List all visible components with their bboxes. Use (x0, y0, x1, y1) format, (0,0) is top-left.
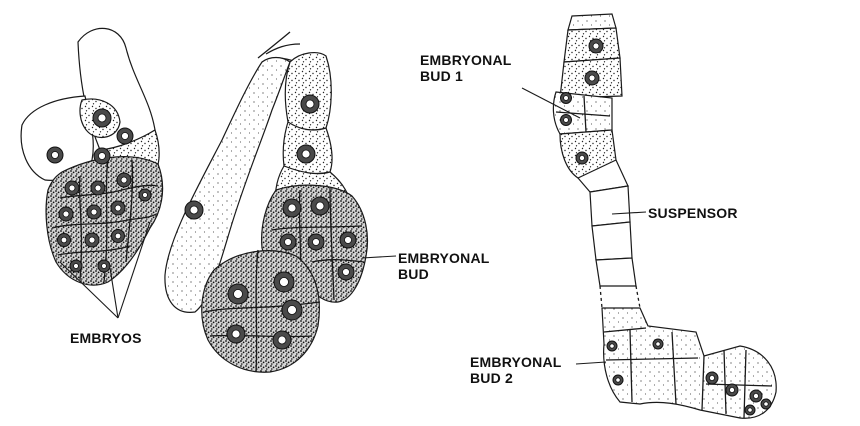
suspensor-cells (591, 221, 633, 261)
label-suspensor: SUSPENSOR (648, 205, 738, 221)
middle-lower-bud-walls (203, 249, 321, 373)
label-embryonal-bud: EMBRYONAL BUD (398, 250, 490, 282)
embryo-cell-walls (51, 159, 159, 283)
right-suspensor-figure (521, 13, 777, 419)
embryonal-bud-2-walls (603, 327, 773, 419)
label-embryos: EMBRYOS (70, 330, 142, 346)
label-embryonal-bud-line2: BUD (398, 266, 429, 282)
embryo-nuclei (46, 108, 152, 273)
embryonal-bud-2-leader (575, 361, 607, 365)
embryonal-bud-leader (361, 255, 397, 259)
left-embryos-figure (20, 27, 164, 319)
upper-cell-left (20, 95, 94, 181)
label-embryonal-bud-2-line2: BUD 2 (470, 370, 514, 386)
middle-top-cell (284, 52, 332, 131)
embryos-leader-lines (59, 221, 151, 319)
label-embryonal-bud-line1: EMBRYONAL (398, 250, 490, 266)
label-embryonal-bud-1-line1: EMBRYONAL (420, 52, 512, 68)
embryonal-bud-2-cells (601, 307, 777, 419)
middle-budding-figure (164, 31, 397, 373)
label-embryonal-bud-2-line1: EMBRYONAL (470, 354, 562, 370)
label-embryonal-bud-2: EMBRYONAL BUD 2 (470, 354, 562, 386)
embryonal-bud-1-leader (521, 87, 581, 119)
label-embryonal-bud-1-line2: BUD 1 (420, 68, 464, 84)
suspensor-leader (611, 211, 647, 215)
label-embryonal-bud-1: EMBRYONAL BUD 1 (420, 52, 512, 84)
